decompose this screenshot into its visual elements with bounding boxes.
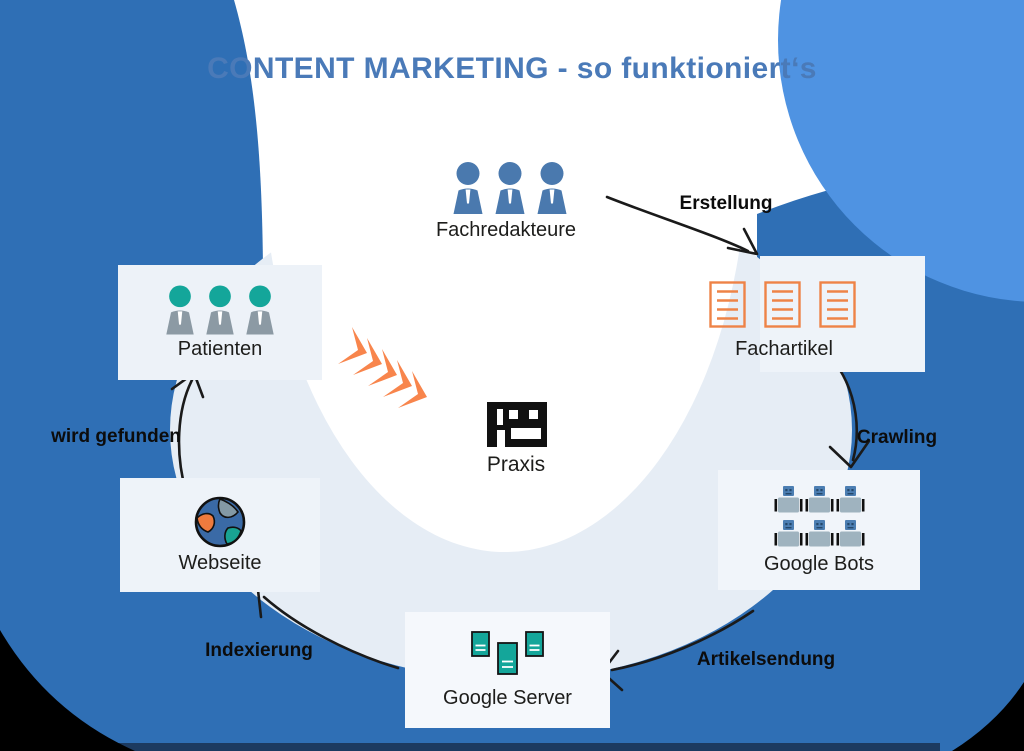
arrowhead-erstellung — [726, 227, 759, 256]
node-label-google-server: Google Server — [443, 687, 572, 709]
person-teal-icon — [206, 285, 234, 335]
editors-icon — [450, 162, 570, 214]
page-title: CONTENT MARKETING - so funktioniert‘s — [207, 52, 817, 85]
person-teal-icon — [166, 285, 194, 335]
server-tower-icon — [497, 642, 518, 675]
robots-icon-row — [774, 519, 865, 547]
topright-accent-circle — [778, 0, 1024, 302]
node-card-google-server: Google Server — [405, 612, 610, 728]
robot-icon — [805, 485, 833, 512]
arrow-label-artikelsendung: Artikelsendung — [696, 649, 836, 670]
articles-icon — [709, 281, 856, 328]
server-tower-icon — [471, 631, 490, 657]
servers-icon — [471, 631, 544, 675]
node-label-patienten: Patienten — [177, 338, 263, 360]
patients-icon — [163, 285, 277, 335]
arrow-crawling — [838, 368, 859, 462]
node-label-fachartikel: Fachartikel — [735, 338, 833, 360]
bottom-navy-bar — [85, 743, 940, 751]
node-card-fachartikel — [760, 256, 925, 372]
node-label-praxis: Praxis — [486, 453, 546, 476]
arrow-label-crawling: Crawling — [856, 427, 938, 448]
arrowhead-crawling — [828, 439, 871, 469]
robot-icon — [774, 485, 802, 512]
person-blue-icon — [537, 162, 567, 214]
arrow-label-erstellung: Erstellung — [679, 193, 773, 214]
robot-icon — [805, 519, 833, 546]
node-card-patienten: Patienten — [118, 265, 322, 380]
globe-icon — [194, 496, 246, 548]
node-card-google-bots: Google Bots — [718, 470, 920, 590]
arrow-artikelsendung — [610, 609, 755, 672]
robot-icon — [836, 519, 864, 546]
clinic-building-icon — [487, 402, 547, 447]
bottomleft-corner-cut — [0, 630, 135, 751]
bottomright-corner-cut — [952, 682, 1024, 751]
arrow-label-wird-gefunden: wird gefunden — [51, 426, 181, 447]
node-label-fachredakteure: Fachredakteure — [435, 219, 577, 241]
node-card-webseite: Webseite — [120, 478, 320, 592]
arrow-indexierung — [262, 595, 400, 670]
arrow-label-indexierung: Indexierung — [205, 640, 313, 661]
person-blue-icon — [453, 162, 483, 214]
center-white-blob — [263, 0, 747, 552]
document-icon — [764, 281, 801, 328]
orange-chevrons-icon — [338, 327, 427, 408]
person-blue-icon — [495, 162, 525, 214]
server-tower-icon — [525, 631, 544, 657]
node-label-webseite: Webseite — [178, 552, 262, 574]
node-label-google-bots: Google Bots — [763, 552, 875, 575]
robot-icon — [774, 519, 802, 546]
document-icon — [709, 281, 746, 328]
robots-icon-row — [774, 485, 865, 513]
robot-icon — [836, 485, 864, 512]
arrow-erstellung — [605, 195, 750, 253]
document-icon — [819, 281, 856, 328]
blue-topleft-shape — [0, 0, 263, 340]
person-teal-icon — [246, 285, 274, 335]
